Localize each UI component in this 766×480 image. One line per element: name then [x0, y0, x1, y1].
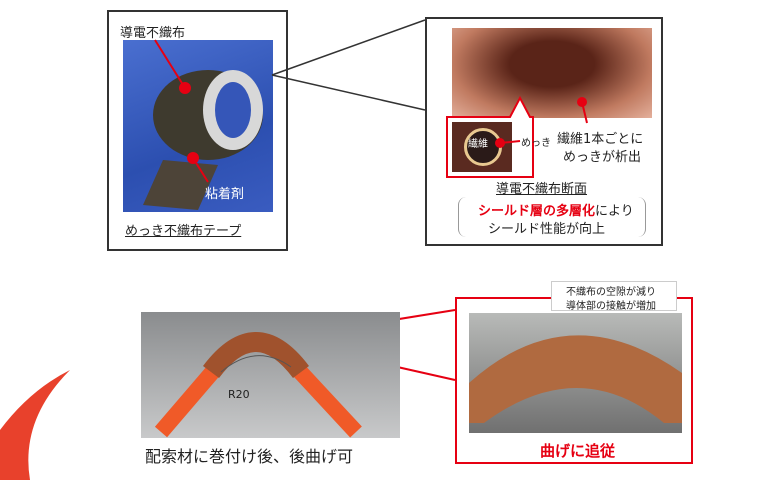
cross-section-photo — [452, 28, 652, 118]
inset-fiber-label: 繊維 — [468, 139, 488, 150]
bend-caption: 配索材に巻付け後、後曲げ可 — [145, 447, 354, 466]
benefit-highlight: シールド層の多層化 — [478, 204, 596, 219]
decorative-swoosh — [0, 370, 70, 480]
benefit-line1: シールド層の多層化により — [478, 200, 634, 219]
note-pointer — [577, 97, 588, 124]
inset-plating-label: めっき — [521, 138, 551, 149]
benefit-bracket — [458, 197, 646, 237]
plating-note-line2: めっきが析出 — [563, 150, 642, 165]
label-adhesive: 粘着剤 — [205, 187, 245, 202]
closeup-caption: 曲げに追従 — [540, 442, 616, 460]
bend-photo — [141, 312, 400, 438]
label-conductive-fabric: 導電不織布 — [120, 26, 186, 41]
tape-photo — [123, 40, 273, 212]
cross-section-title: 導電不織布断面 — [496, 182, 588, 197]
tape-panel — [107, 10, 288, 251]
inset-pointer — [495, 138, 521, 148]
tape-caption: めっき不織布テープ — [125, 224, 242, 239]
cross-section-panel — [425, 17, 663, 246]
benefit-rest: により — [595, 204, 634, 219]
plating-note-line1: 繊維1本ごとに — [557, 132, 644, 147]
closeup-note — [551, 281, 677, 311]
closeup-photo — [469, 313, 682, 433]
closeup-note-line1: 不織布の空隙が減り — [566, 287, 656, 298]
closeup-note-line2: 導体部の接触が増加 — [566, 301, 656, 312]
benefit-line2: シールド性能が向上 — [488, 222, 606, 237]
fiber-inset-photo — [452, 122, 512, 172]
radius-label: R20 — [228, 388, 250, 401]
